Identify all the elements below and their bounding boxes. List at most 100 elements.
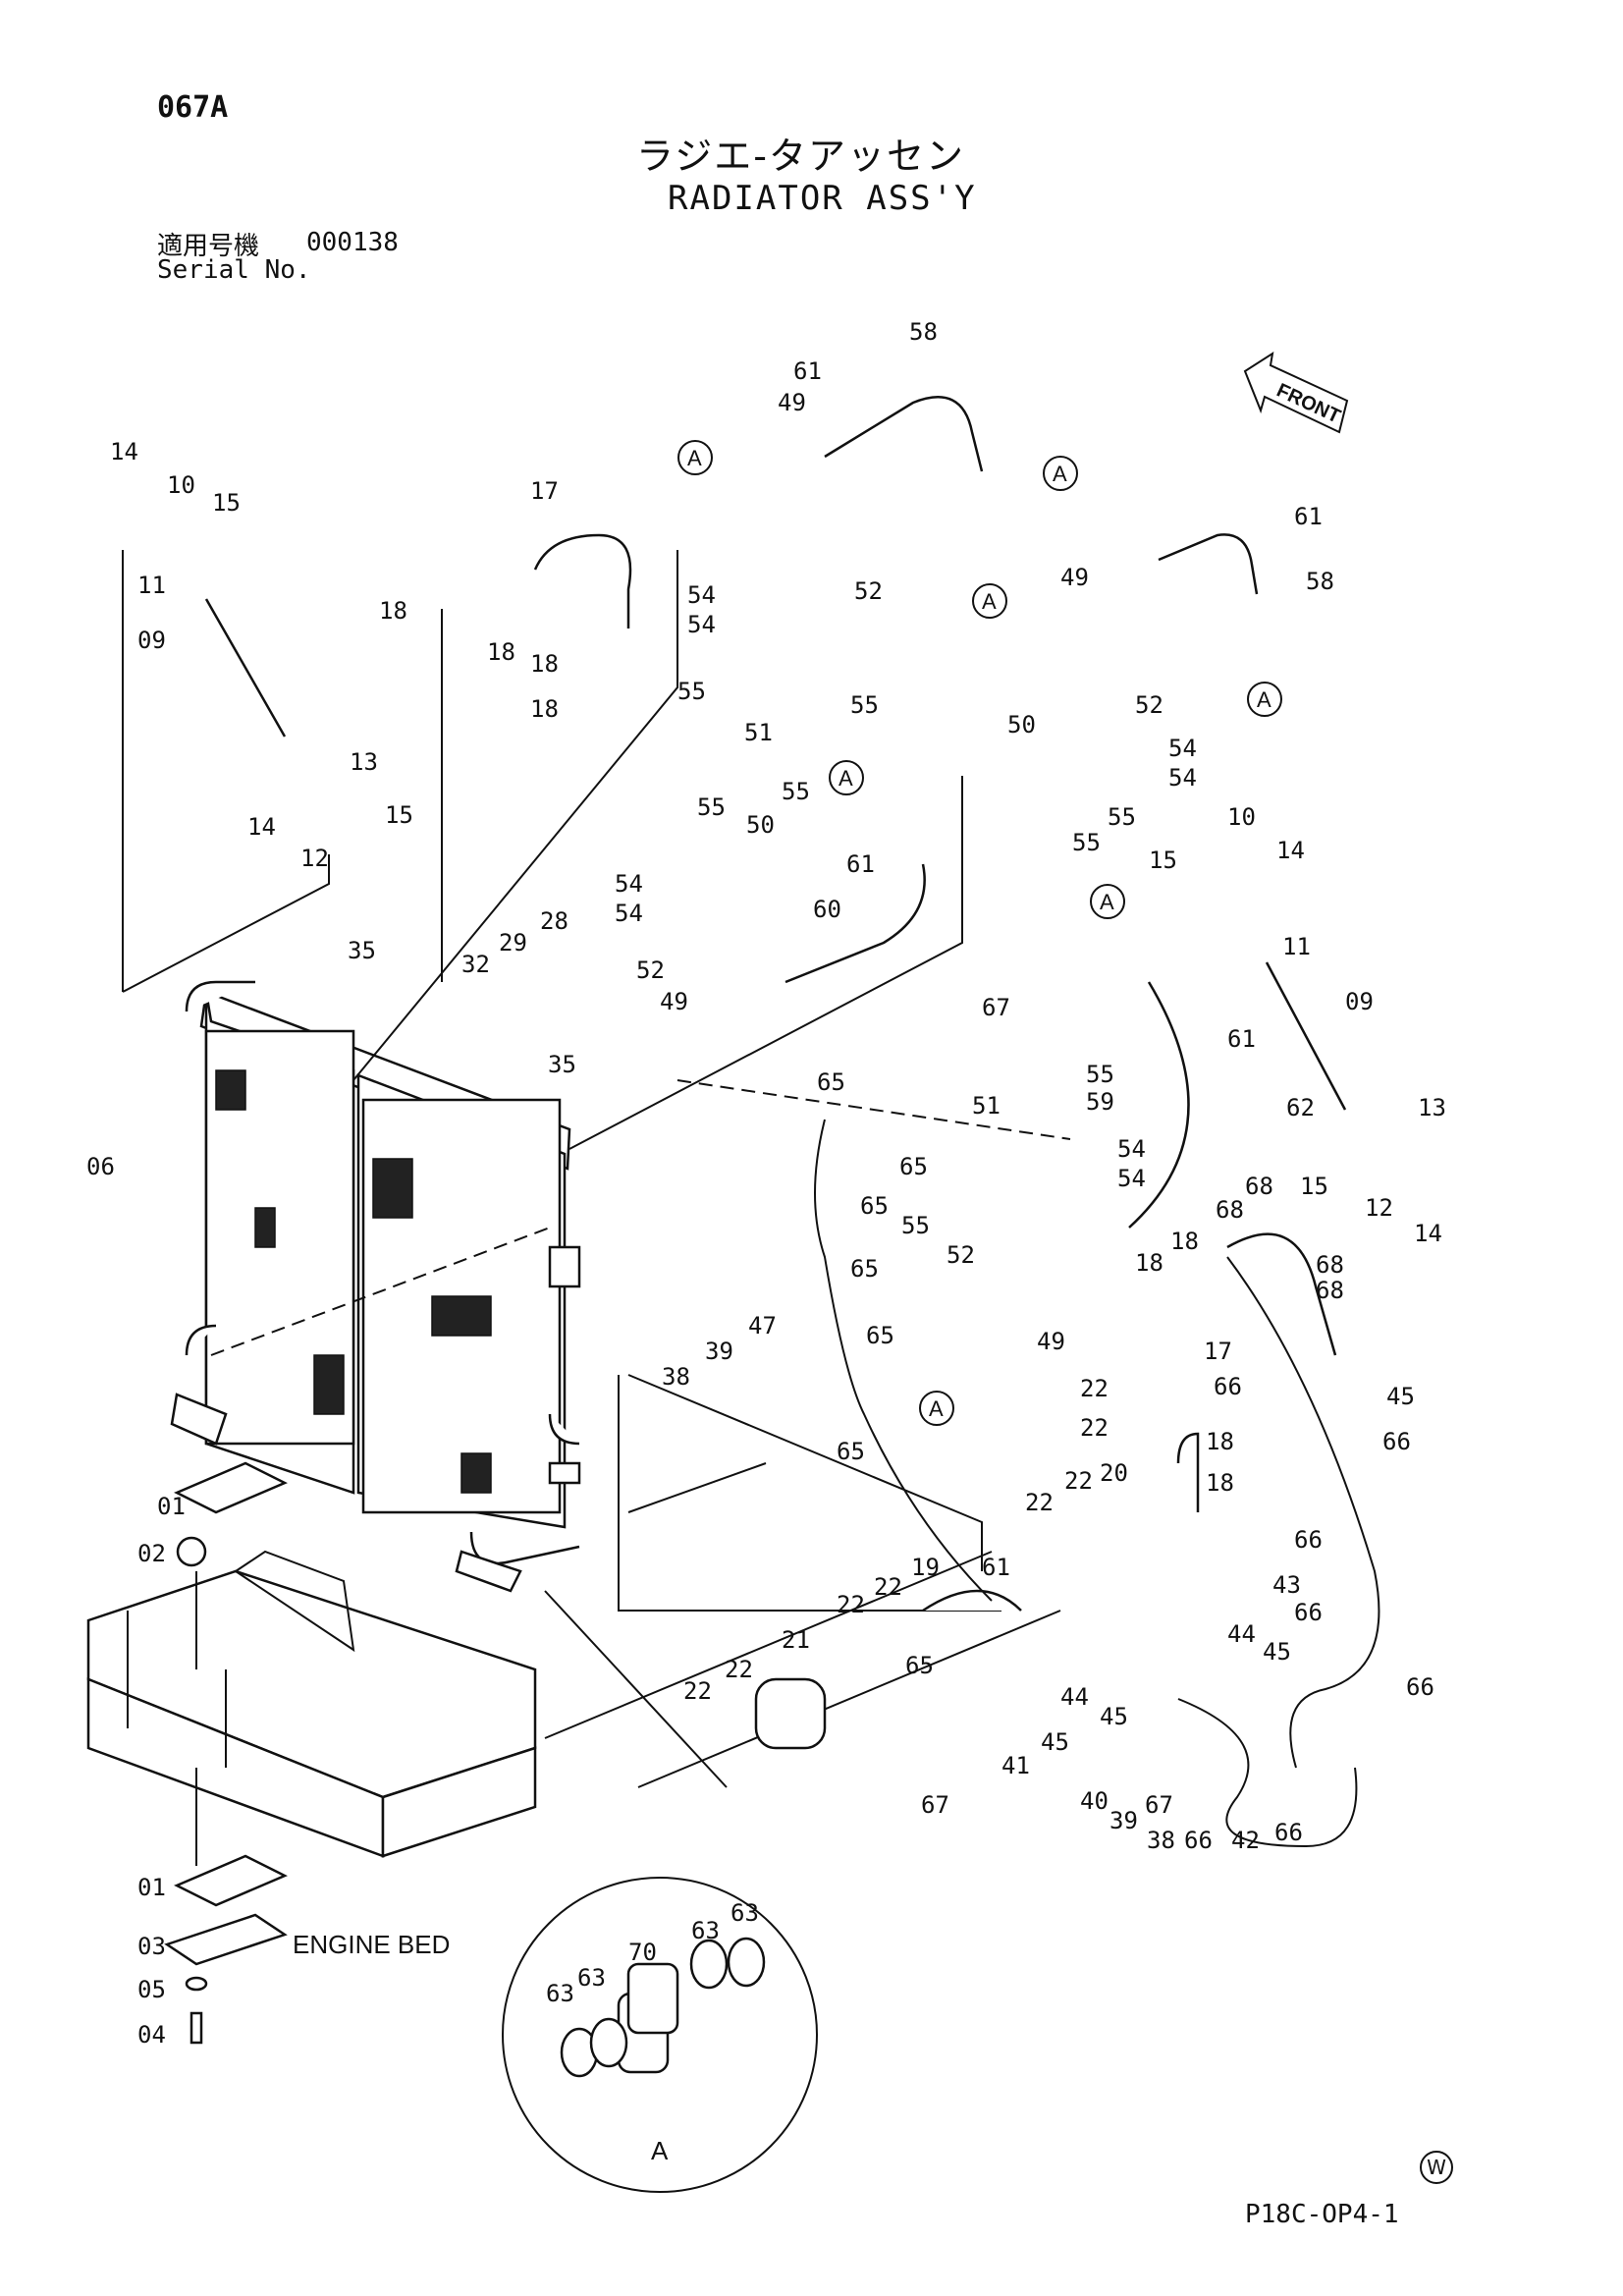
- part-number: 02: [137, 1540, 166, 1567]
- part-number: 65: [905, 1652, 934, 1679]
- part-number: 11: [1282, 933, 1311, 960]
- part-number: 09: [137, 627, 166, 654]
- part-number: 22: [1064, 1467, 1093, 1495]
- part-number: 13: [350, 748, 378, 776]
- part-number: 52: [1135, 691, 1163, 719]
- part-number: 14: [1414, 1220, 1442, 1247]
- page-code: 067A: [157, 90, 229, 125]
- part-number: 54: [1117, 1165, 1146, 1192]
- part-number: 11: [137, 572, 166, 599]
- engine-bed-frame: [86, 1550, 537, 1858]
- callout-a-label: A: [1053, 462, 1067, 486]
- part-number: 55: [697, 793, 726, 821]
- mount-plates: [164, 1461, 288, 2045]
- part-number: 05: [137, 1976, 166, 2003]
- part-number: 35: [348, 937, 376, 964]
- callout-a-label: A: [1257, 687, 1271, 712]
- part-number: 18: [379, 597, 407, 625]
- part-number: 59: [1086, 1088, 1114, 1116]
- part-number: 61: [982, 1554, 1010, 1581]
- part-number: 22: [837, 1591, 865, 1618]
- part-number: 18: [1206, 1469, 1234, 1497]
- part-number: 17: [1204, 1338, 1232, 1365]
- part-number: 55: [850, 691, 879, 719]
- part-number: 15: [212, 489, 241, 517]
- part-number: 55: [1086, 1061, 1114, 1088]
- part-number: 18: [1135, 1249, 1163, 1277]
- part-number: 10: [167, 471, 195, 499]
- part-number: 63: [730, 1899, 759, 1927]
- part-number: 12: [1365, 1194, 1393, 1222]
- part-number: 61: [1227, 1025, 1256, 1053]
- title-english: RADIATOR ASS'Y: [668, 179, 977, 218]
- part-number: 18: [530, 650, 559, 678]
- part-number: 17: [530, 477, 559, 505]
- part-number: 58: [909, 318, 938, 346]
- part-number: 66: [1382, 1428, 1411, 1455]
- part-number: 68: [1216, 1196, 1244, 1224]
- part-number: 41: [1001, 1752, 1030, 1779]
- part-number: 55: [1072, 829, 1101, 856]
- part-number: 32: [461, 951, 490, 978]
- part-number: 49: [1060, 564, 1089, 591]
- serial-number-value: 000138: [306, 228, 399, 257]
- part-number: 18: [487, 638, 515, 666]
- part-number: 13: [1418, 1094, 1446, 1121]
- part-number: 66: [1274, 1819, 1303, 1846]
- part-number: 54: [615, 900, 643, 927]
- part-number: 14: [247, 813, 276, 841]
- front-direction-arrow-icon: [1243, 351, 1349, 434]
- title-japanese: ラジエ-タアッセン: [636, 135, 965, 178]
- part-number: 40: [1080, 1787, 1109, 1815]
- part-number: 22: [1080, 1375, 1109, 1402]
- part-number: 50: [1007, 711, 1036, 738]
- part-number: 65: [817, 1068, 845, 1096]
- part-number: 51: [972, 1092, 1001, 1120]
- part-number: 22: [1080, 1414, 1109, 1442]
- part-number: 67: [982, 994, 1010, 1021]
- part-number: 66: [1184, 1827, 1213, 1854]
- engine-bed-label: ENGINE BED: [293, 1930, 451, 1959]
- part-number: 54: [1168, 735, 1197, 762]
- callout-a-label: A: [687, 446, 702, 470]
- part-number: 54: [687, 581, 716, 609]
- part-number: 55: [1108, 803, 1136, 831]
- part-number: 47: [748, 1312, 777, 1339]
- callout-a-label: A: [982, 589, 997, 614]
- part-number: 28: [540, 907, 568, 935]
- part-number: 42: [1231, 1827, 1260, 1854]
- serial-label-english: Serial No.: [157, 255, 311, 285]
- part-number: 52: [636, 957, 665, 984]
- part-number: 19: [911, 1554, 940, 1581]
- part-number: 45: [1263, 1638, 1291, 1666]
- callout-a-markers: A A A A A A A: [677, 440, 1282, 1426]
- reference-boundary-lines: [122, 550, 1071, 1788]
- part-number: 70: [628, 1939, 657, 1966]
- part-number: 45: [1386, 1383, 1415, 1410]
- part-number: 58: [1306, 568, 1334, 595]
- part-number: 38: [662, 1363, 690, 1391]
- part-number: 01: [157, 1493, 186, 1520]
- part-number: 09: [1345, 988, 1374, 1015]
- document-code: P18C-OP4-1: [1245, 2200, 1399, 2229]
- part-number: 10: [1227, 803, 1256, 831]
- part-number: 49: [778, 389, 806, 416]
- part-number: 63: [546, 1980, 574, 2007]
- part-number: 35: [548, 1051, 576, 1078]
- part-number: 54: [615, 870, 643, 898]
- part-number: 15: [385, 801, 413, 829]
- part-number: 45: [1100, 1703, 1128, 1730]
- part-number: 22: [1025, 1489, 1054, 1516]
- part-number: 21: [782, 1626, 810, 1654]
- part-number: 22: [683, 1677, 712, 1705]
- part-number: 20: [1100, 1459, 1128, 1487]
- part-number: 66: [1294, 1526, 1323, 1554]
- radiator-core-assembly: [170, 980, 581, 1593]
- part-number: 18: [530, 695, 559, 723]
- part-number: 61: [846, 850, 875, 878]
- radiator-hoses-and-pipes: [204, 396, 1380, 2035]
- part-number: 50: [746, 811, 775, 839]
- part-number: 04: [137, 2021, 166, 2049]
- part-number: 12: [300, 845, 329, 872]
